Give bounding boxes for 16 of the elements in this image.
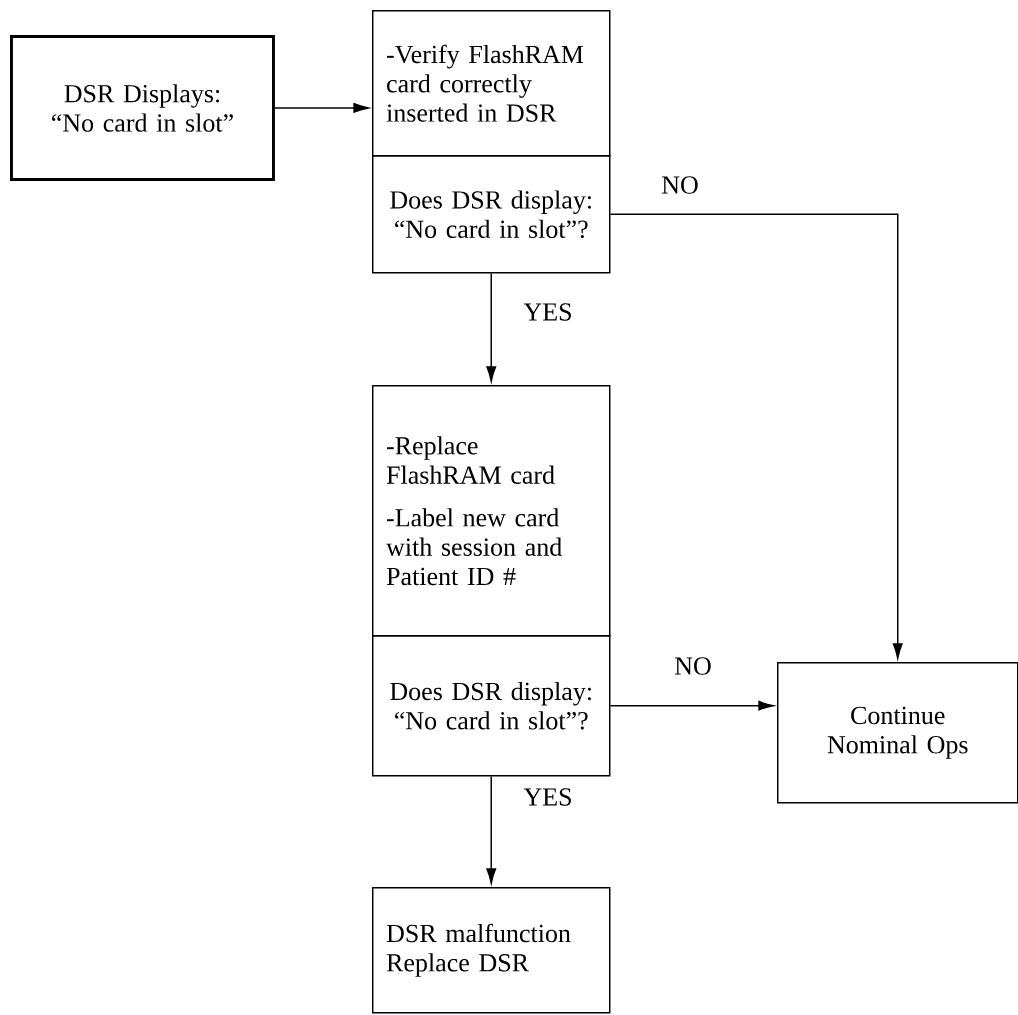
process-box: -Replace FlashRAM card -Label new card with session and Patient ID # [372,385,611,637]
arrow [274,103,369,113]
edge-label: NO [659,174,701,196]
arrow [609,700,774,711]
process-box: Does DSR display: “No card in slot”? [372,635,611,777]
process-box: Continue Nominal Ops [777,662,1018,804]
process-box: Does DSR display: “No card in slot”? [372,155,611,274]
process-box: DSR malfunction Replace DSR [372,887,611,1014]
edge-label: YES [522,786,574,808]
arrow [486,775,497,884]
arrow [609,213,903,659]
edge-label: YES [522,301,574,323]
edge-label: NO [672,655,714,677]
arrow [486,272,497,382]
process-box: DSR Displays: “No card in slot” [10,35,275,181]
process-box: -Verify FlashRAM card correctly inserted in DSR [372,10,611,157]
